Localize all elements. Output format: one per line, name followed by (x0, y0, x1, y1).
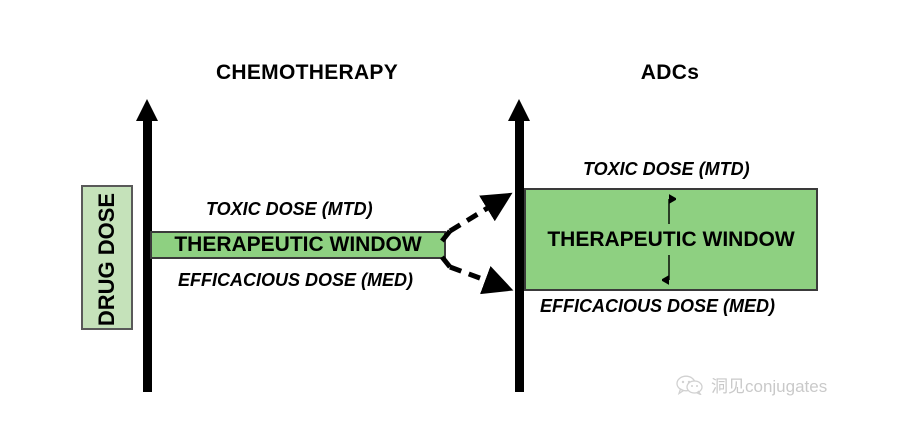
therapeutic-window-label: THERAPEUTIC WINDOW (174, 233, 422, 256)
axis-arrowhead-icon (136, 99, 158, 121)
panel-title-adcs: ADCs (640, 61, 700, 84)
window-span-arrow-adcs (662, 194, 676, 285)
bracket-upper (440, 229, 452, 243)
axis-shaft (143, 117, 152, 392)
efficacious-dose-label-adcs: EFFICACIOUS DOSE (MED) (540, 296, 776, 316)
axis-arrowhead-icon (508, 99, 530, 121)
wechat-icon (676, 375, 703, 395)
toxic-dose-label-chemotherapy: TOXIC DOSE (MTD) (206, 199, 373, 219)
efficacious-dose-label-chemotherapy: EFFICACIOUS DOSE (MED) (178, 270, 414, 290)
panel-title-chemotherapy: CHEMOTHERAPY (215, 61, 399, 84)
therapeutic-window-adcs: THERAPEUTIC WINDOW (524, 188, 818, 291)
therapeutic-window-chemotherapy: THERAPEUTIC WINDOW (150, 231, 446, 259)
drug-dose-axis-label-box: DRUG DOSE (81, 185, 133, 330)
therapeutic-window-label: THERAPEUTIC WINDOW (547, 227, 795, 251)
watermark: 洞见conjugates (676, 372, 827, 397)
watermark-text: 洞见conjugates (711, 377, 828, 396)
toxic-dose-label-adcs: TOXIC DOSE (MTD) (583, 159, 750, 179)
dashed-arrow-up (448, 192, 513, 234)
axis-shaft (515, 117, 524, 392)
dashed-arrow-down (449, 264, 514, 295)
expansion-arrows (440, 192, 514, 295)
drug-dose-axis-label: DRUG DOSE (94, 192, 119, 327)
bracket-lower (440, 255, 452, 269)
